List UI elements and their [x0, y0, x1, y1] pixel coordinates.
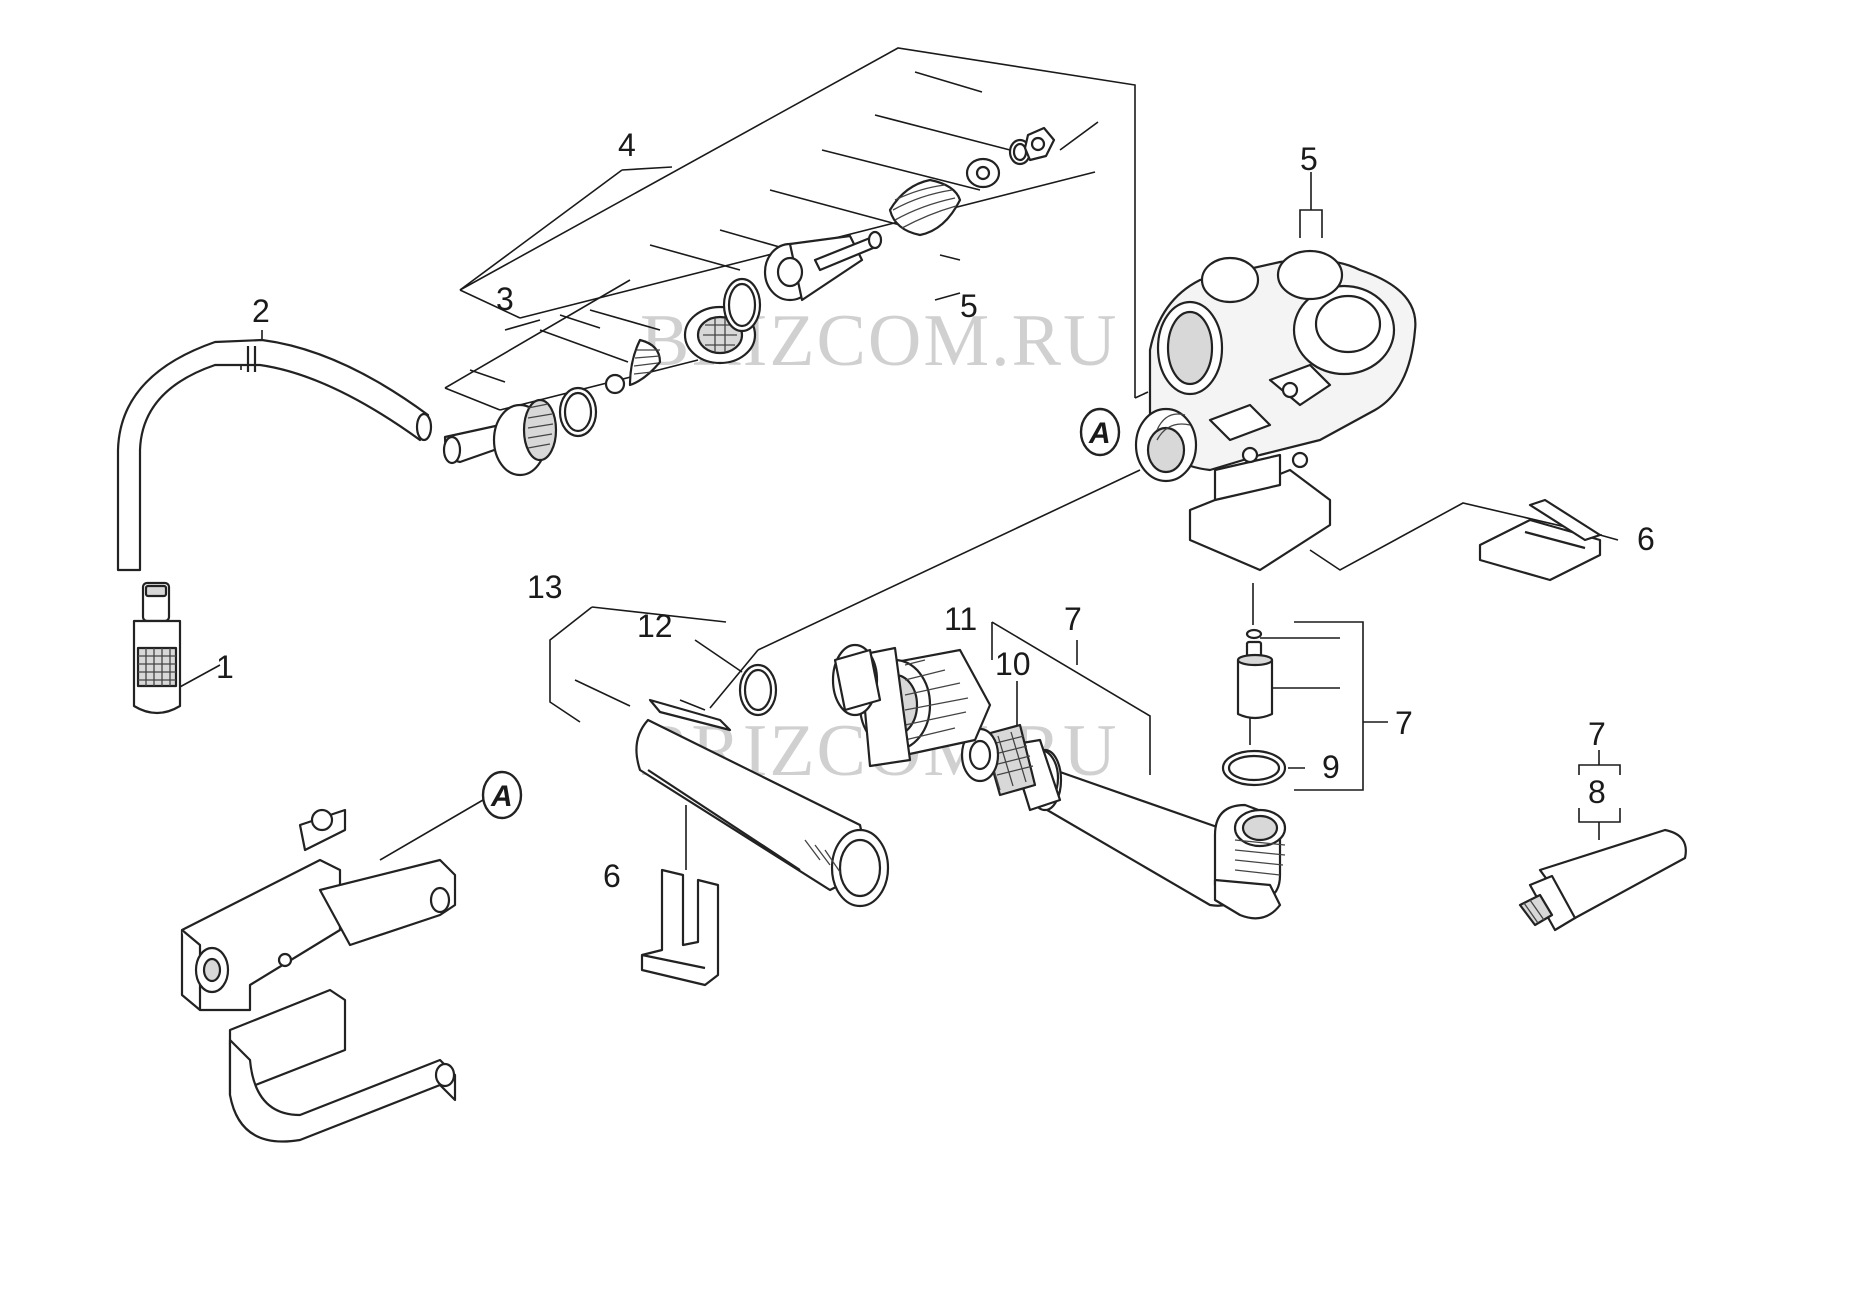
callout-7-mid: 7 — [1064, 601, 1082, 637]
reference-marker-lower: A — [481, 770, 523, 820]
callout-7-right: 7 — [1395, 705, 1413, 741]
clip-part-6-right — [1478, 498, 1602, 582]
filter-insert-part-10 — [960, 723, 1062, 812]
callout-4: 4 — [618, 127, 636, 163]
callout-6-lower: 6 — [603, 858, 621, 894]
callout-1: 1 — [216, 649, 234, 685]
reference-marker-upper: A — [1079, 407, 1121, 457]
leader-lines — [177, 47, 1621, 870]
callout-11: 11 — [944, 601, 977, 637]
grease-tube-part-8 — [1518, 828, 1687, 932]
callout-6-right: 6 — [1637, 521, 1655, 557]
pressure-valve-group-4 — [722, 126, 1056, 333]
valve-housing-part-5 — [1134, 249, 1417, 572]
callout-13: 13 — [527, 569, 563, 605]
o-ring-part-12 — [738, 663, 778, 717]
callout-5-mid: 5 — [960, 288, 978, 324]
callout-8: 8 — [1588, 774, 1606, 810]
clip-part-6-lower — [640, 868, 720, 987]
callout-labels: 1 2 3 4 5 5 6 6 7 7 7 8 9 10 11 12 13 — [216, 127, 1655, 894]
callout-10: 10 — [995, 646, 1031, 682]
callout-9: 9 — [1322, 749, 1340, 785]
suction-valve-group-3 — [442, 305, 757, 477]
coupling-part-11 — [831, 643, 992, 768]
reference-letter-lower: A — [490, 780, 513, 813]
check-valve-group-7 — [1221, 628, 1287, 787]
hose-part-2 — [116, 338, 433, 572]
callout-7-far: 7 — [1588, 716, 1606, 752]
inlet-connector-part-13 — [635, 698, 890, 908]
reference-letter-upper: A — [1088, 417, 1111, 450]
callout-3: 3 — [496, 281, 514, 317]
outlet-pipe-part-7 — [1027, 748, 1287, 920]
filter-part-1 — [132, 581, 182, 715]
callout-12: 12 — [637, 608, 673, 644]
mounting-bracket — [180, 808, 457, 1143]
callout-5-top: 5 — [1300, 141, 1318, 177]
callout-2: 2 — [252, 293, 270, 329]
